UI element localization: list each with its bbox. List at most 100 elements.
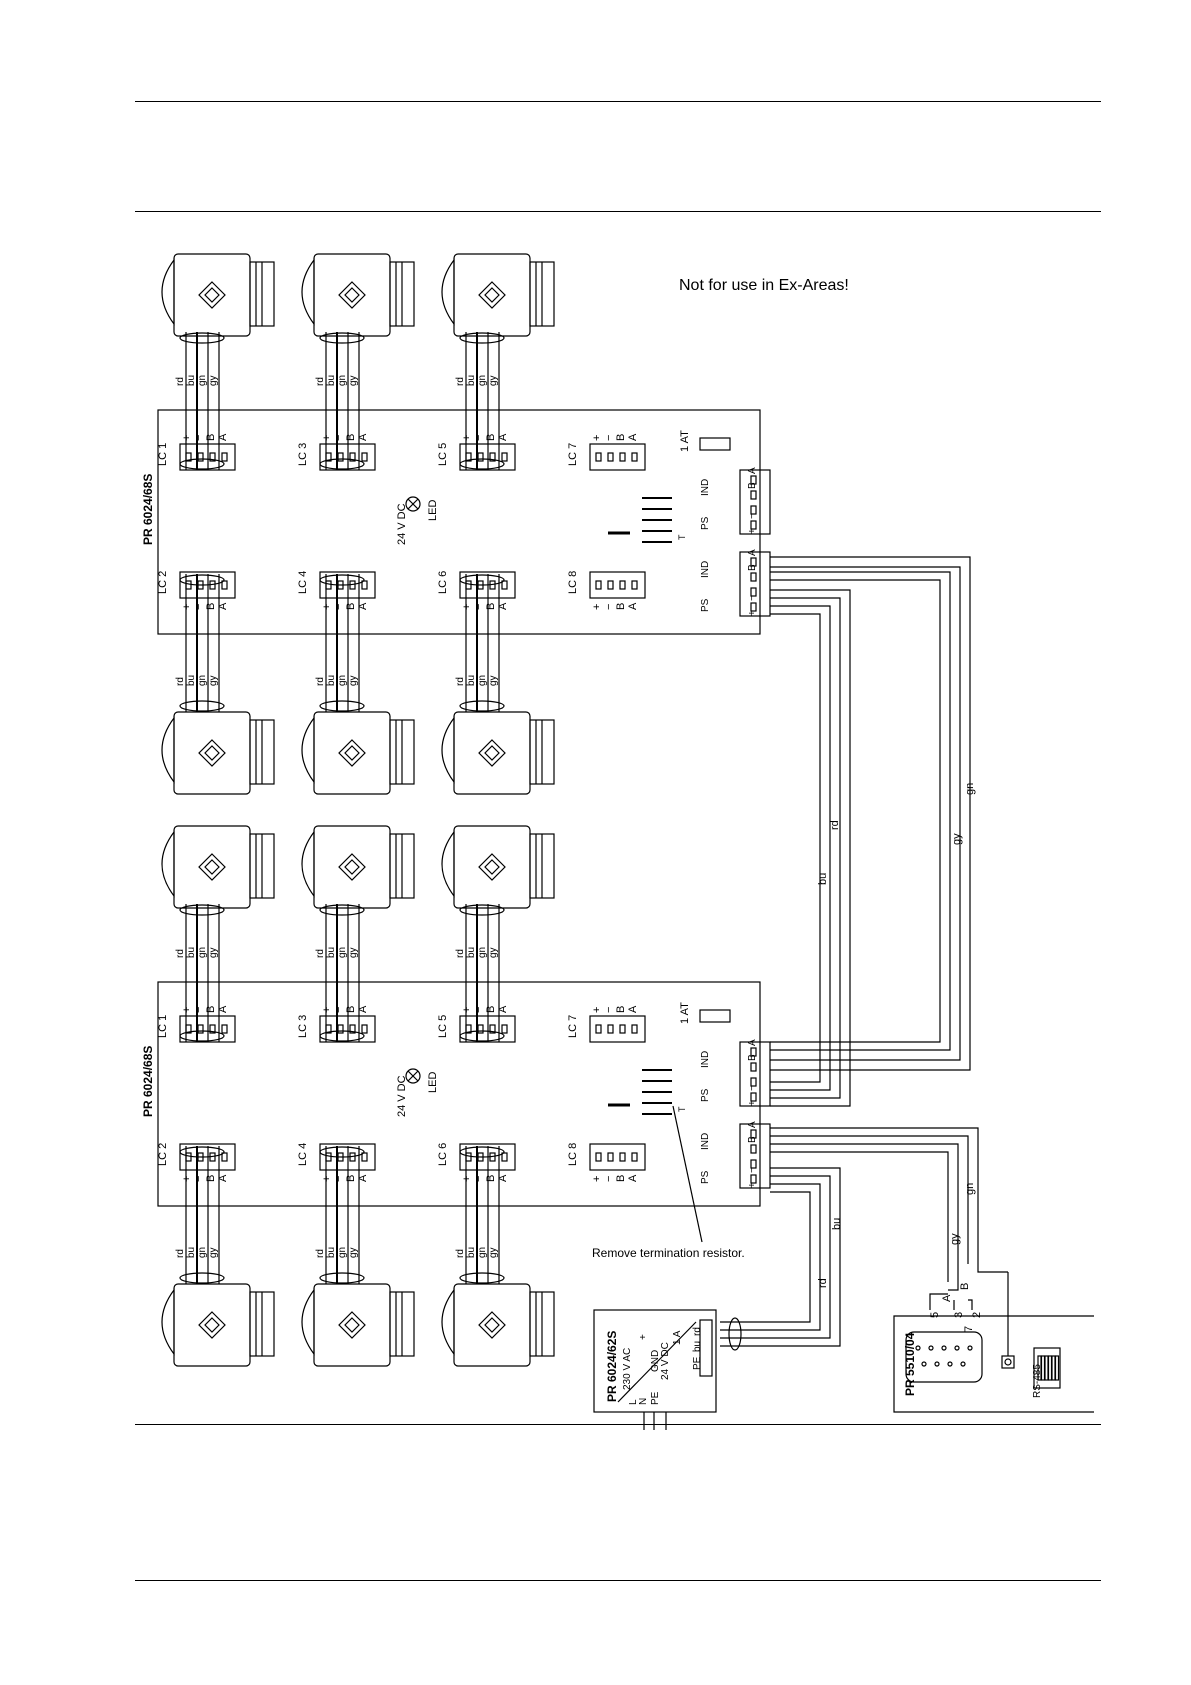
dip-switch-lever [1054,1355,1060,1381]
port-pin [750,602,757,612]
wire-color-label: gy [488,1247,499,1258]
terminal-pin [337,452,344,462]
terminal-pin [337,1024,344,1034]
port-upper [739,469,771,535]
terminal-pin-label: − [193,1176,205,1182]
terminal-pin [361,452,368,462]
terminal-pin [477,452,484,462]
db9-pin [934,1361,940,1367]
wire-color-label: gn [337,375,348,386]
wire-color-label: bu [326,947,337,958]
wire-color-label: bu [466,675,477,686]
terminal-pin-label: + [461,1176,473,1182]
led-cross [407,1070,419,1082]
terminal-pin [209,452,216,462]
terminal-pin [361,1152,368,1162]
terminal-pin-label: B [485,1175,497,1182]
port-pin-label: + [747,610,758,616]
terminal-pin-label: − [333,1176,345,1182]
load-cell-symbol-inner [344,1317,360,1333]
port-upper [739,1041,771,1107]
cable-clamp [179,904,225,916]
wire-color-label: gy [488,675,499,686]
psu-bu [720,1167,841,1347]
port-pin [750,572,757,582]
load-cell-dome [161,830,175,898]
terminal-pin-label: A [627,602,639,610]
terminal-pin-label: A [217,602,229,610]
psu-bu [720,1175,831,1339]
led-cross [407,498,419,510]
db9-pin [954,1345,960,1351]
terminal-pin [477,1024,484,1034]
db9-pin-label: 3 [953,1312,965,1318]
terminal-pin-label: A [217,1005,229,1013]
load-cell-dome [161,716,175,784]
terminal-pin-label: A [497,1174,509,1182]
load-cell-id: LC 5 [437,1015,449,1038]
db9-pin-label: 2 [971,1312,983,1318]
terminal-pin-label: A [357,433,369,441]
terminal-pin [197,1024,204,1034]
load-cell-dome [301,1288,315,1356]
wire-color-label: gy [348,375,359,386]
terminal-pin [185,1024,192,1034]
cable-clamp [319,332,365,344]
wire-color-label: gy [348,1247,359,1258]
load-cell-body [173,253,251,337]
port-pin [750,505,757,515]
power-supply-label: PR 6024/62S [605,1331,619,1402]
psu-terminal-label: PE [650,1391,661,1405]
wire-color-label: gn [477,1247,488,1258]
wire-color-label: gn [337,1247,348,1258]
db9-pin [947,1361,953,1367]
port-label-ind: IND [700,479,711,496]
port-pin-label: − [747,1167,758,1173]
load-cell-dome [161,258,175,326]
note-pointer [672,1105,703,1243]
link-gy [770,1143,959,1291]
load-cell-symbol [198,1311,226,1339]
port-label-ps: PS [700,598,711,612]
port-pin-label: A [747,1121,758,1128]
terminal-pin [595,580,602,590]
terminal-pin-label: B [345,603,357,610]
converter-label: PR 5510/04 [903,1332,917,1396]
wire-color-label: gy [488,947,499,958]
cable-clamp [319,904,365,916]
cable-clamp [179,700,225,712]
terminal-pin [489,452,496,462]
wire-color-label: bu [466,947,477,958]
port-pin [750,587,757,597]
psu-terminal-label: bu [692,1341,703,1352]
led-label: LED [427,500,439,521]
load-cell-body [173,1283,251,1367]
load-cell-dome [441,830,455,898]
db9-link-a [929,1293,948,1310]
terminal-pin-label: − [473,1007,485,1013]
bus-gy [770,579,941,1043]
load-cell-symbol [198,281,226,309]
db9-pin [915,1345,921,1351]
wire-color-label: gn [197,675,208,686]
led-indicator [405,496,421,512]
load-cell-id: LC 7 [567,443,579,466]
wire-color-label: rd [455,377,466,386]
load-cell-id: LC 4 [297,571,309,594]
load-cell-symbol [198,739,226,767]
terminal-pin [325,452,332,462]
junction-box-label: PR 6024/68S [141,474,155,545]
cable-clamp [319,700,365,712]
db9-line-label: B [959,1283,971,1290]
port-lower [739,1123,771,1189]
port-pin [750,1092,757,1102]
load-cell-id: LC 1 [157,443,169,466]
wire-color-label: rd [175,1249,186,1258]
port-pin-label: + [747,528,758,534]
terminal-block [589,571,646,599]
terminal-pin-label: + [461,435,473,441]
psu-cable-clamp [728,1317,742,1351]
port-pin [750,1047,757,1057]
terminal-pin [631,580,638,590]
